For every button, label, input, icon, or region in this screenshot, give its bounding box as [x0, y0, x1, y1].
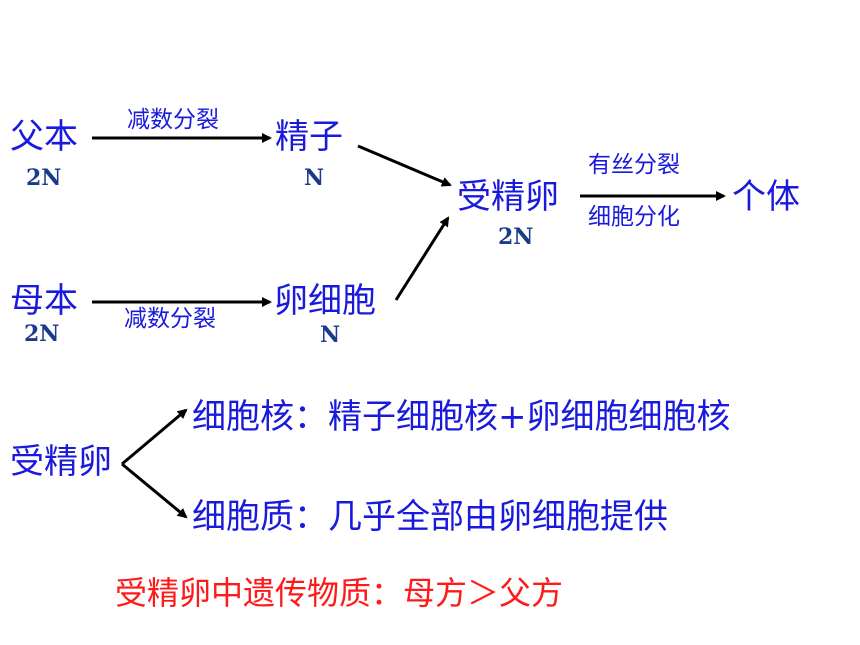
cytoplasm-line: 细胞质：几乎全部由卵细胞提供	[192, 497, 668, 537]
meiosis-label-bottom: 减数分裂	[124, 306, 216, 332]
mitosis-label: 有丝分裂	[588, 152, 680, 178]
egg-ploidy: N	[320, 322, 341, 348]
father-ploidy: 2N	[26, 165, 62, 191]
nucleus-line: 细胞核：精子细胞核+卵细胞细胞核	[192, 397, 731, 437]
arrow-zygote-to-nucleus	[121, 408, 188, 466]
conclusion-line: 受精卵中遗传物质：母方＞父方	[115, 574, 564, 612]
arrow-sperm-to-zygote	[357, 144, 452, 187]
arrow-egg-to-zygote	[394, 216, 450, 301]
sperm-ploidy: N	[304, 165, 325, 191]
zygote-label-bottom: 受精卵	[10, 442, 112, 482]
father-label: 父本	[10, 117, 78, 157]
sperm-label: 精子	[275, 117, 343, 157]
zygote-ploidy: 2N	[498, 224, 534, 250]
arrow-zygote-to-cytoplasm	[121, 462, 188, 519]
egg-label: 卵细胞	[274, 281, 376, 321]
mother-label: 母本	[10, 281, 78, 321]
individual-label: 个体	[732, 177, 800, 217]
zygote-label: 受精卵	[457, 177, 559, 217]
mother-ploidy: 2N	[24, 321, 60, 347]
meiosis-label-top: 减数分裂	[127, 107, 219, 133]
differentiation-label: 细胞分化	[588, 204, 680, 230]
